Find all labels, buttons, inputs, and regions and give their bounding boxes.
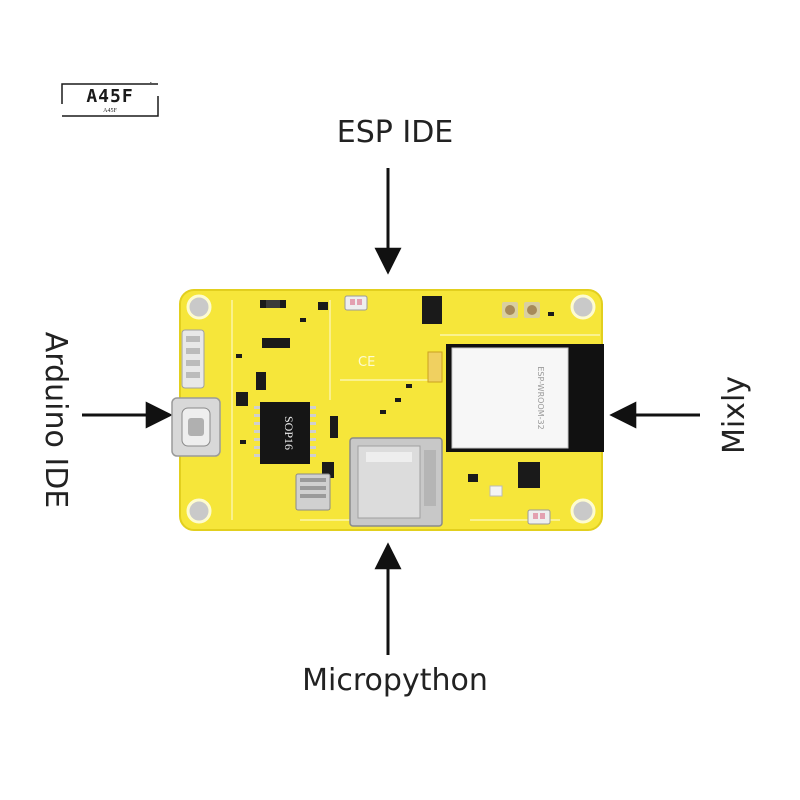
usb-c-port bbox=[171, 397, 221, 457]
ce-mark: CE bbox=[358, 355, 375, 370]
esp32-module: ESP-WROOM-32 bbox=[446, 344, 604, 452]
module-label: ESP-WROOM-32 bbox=[536, 366, 545, 429]
pcb-board: SOP16 bbox=[171, 289, 604, 531]
tactile-buttons bbox=[502, 302, 540, 318]
logo-subtext: A45F bbox=[103, 108, 117, 114]
logo-text: A45F bbox=[86, 86, 134, 107]
chip-label: SOP16 bbox=[282, 416, 296, 450]
label-esp-ide: ESP IDE bbox=[336, 115, 454, 150]
ribbon-connector bbox=[295, 473, 331, 511]
jst-connector-top bbox=[344, 295, 368, 311]
fpc-strip bbox=[427, 351, 443, 383]
mounting-holes bbox=[186, 294, 596, 524]
jst-connector-bottom bbox=[527, 509, 551, 525]
led bbox=[489, 485, 503, 497]
sd-card-slot bbox=[349, 437, 443, 527]
brand-logo: A45F A45F bbox=[51, 75, 161, 123]
side-connector bbox=[181, 329, 205, 389]
smd-components bbox=[236, 296, 554, 488]
label-micropython: Micropython bbox=[302, 663, 488, 698]
sop16-chip: SOP16 bbox=[254, 402, 316, 464]
